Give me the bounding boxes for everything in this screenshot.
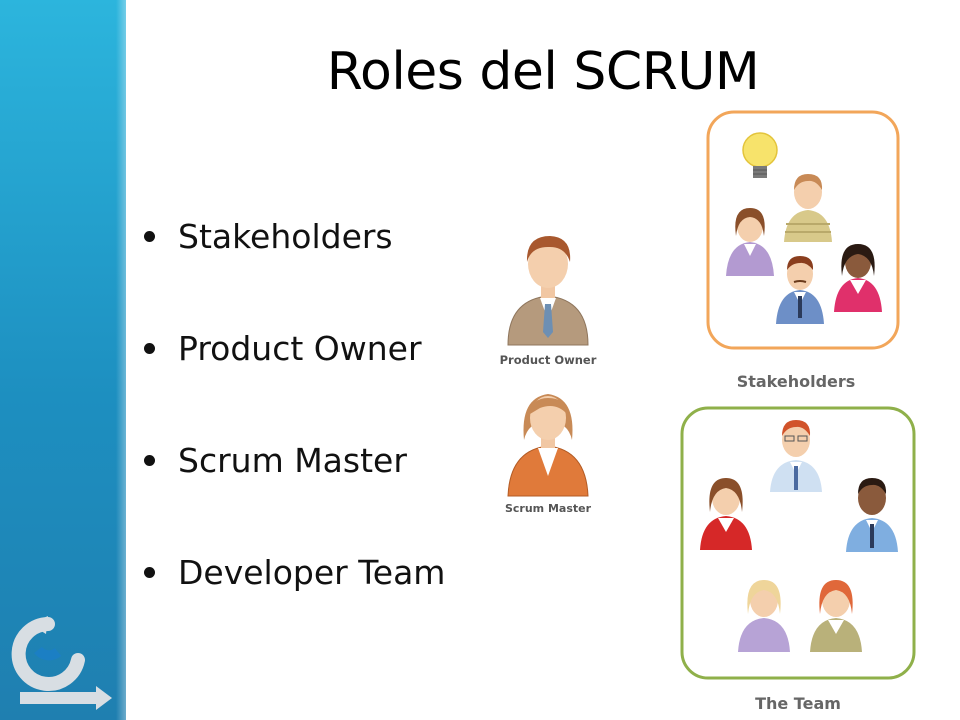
bullet-item: Stakeholders [140, 212, 445, 324]
team-frame [680, 406, 916, 680]
lightbulb-icon [742, 132, 778, 178]
person-icon [700, 478, 752, 550]
bullet-item: Scrum Master [140, 436, 445, 548]
slide-title: Roles del SCRUM [326, 42, 760, 102]
team-caption: The Team [755, 694, 841, 713]
stakeholders-caption: Stakeholders [737, 372, 856, 391]
bullet-dot [144, 567, 155, 578]
sidebar-sheen [116, 0, 126, 720]
bullet-text: Product Owner [178, 329, 422, 368]
sidebar-band [0, 0, 126, 720]
bullet-item: Product Owner [140, 324, 445, 436]
person-icon [776, 256, 824, 324]
person-icon [834, 244, 882, 312]
bullet-text: Stakeholders [178, 217, 393, 256]
bullet-dot [144, 343, 155, 354]
bullet-dot [144, 455, 155, 466]
person-icon [846, 478, 898, 552]
bullet-text: Scrum Master [178, 441, 407, 480]
stakeholders-group: Stakeholders [706, 110, 900, 391]
bullet-list: Stakeholders Product Owner Scrum Master … [140, 212, 445, 660]
product-owner-figure: Product Owner [500, 236, 597, 367]
person-icon [810, 580, 862, 652]
person-icon [770, 420, 822, 492]
bullet-dot [144, 231, 155, 242]
scrum-master-caption: Scrum Master [505, 502, 592, 515]
person-icon [784, 174, 832, 242]
scrum-cycle-logo [11, 616, 112, 710]
team-group: The Team [680, 406, 916, 713]
product-owner-caption: Product Owner [500, 353, 597, 367]
bullet-text: Developer Team [178, 553, 446, 592]
person-icon [726, 208, 774, 276]
scrum-master-figure: Scrum Master [505, 394, 592, 515]
person-icon [738, 580, 790, 652]
bullet-item: Developer Team [140, 548, 445, 660]
